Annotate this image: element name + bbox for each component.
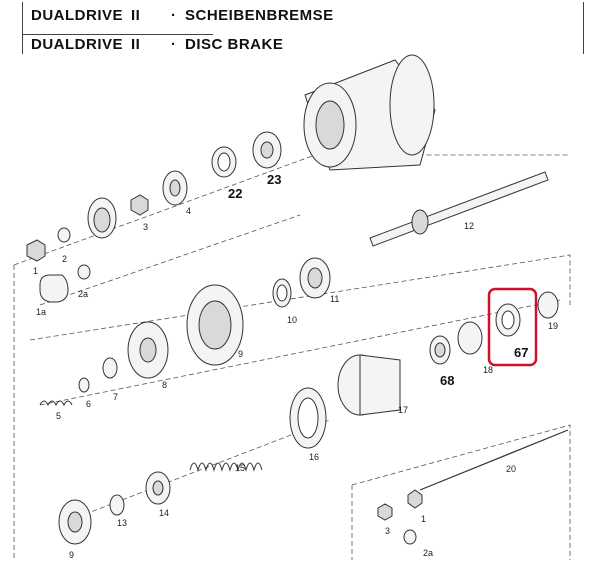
title-line-german: DUALDRIVE II · SCHEIBENBREMSE [31, 7, 334, 24]
part-label: 8 [162, 380, 167, 390]
part-label: 1 [421, 514, 426, 524]
part-16-ring-gear [289, 387, 327, 449]
part-2a-washer [77, 264, 91, 280]
model-version: II [131, 36, 141, 53]
part-label: 17 [398, 405, 408, 415]
part-label: 2a [423, 548, 433, 558]
part-label: 1 [33, 266, 38, 276]
part-2-washer [57, 227, 71, 243]
part-label: 3 [385, 526, 390, 536]
part-label: 13 [117, 518, 127, 528]
part-label: 5 [56, 411, 61, 421]
part-3-locknut [130, 194, 149, 216]
part-label: 12 [464, 221, 474, 231]
part-11-sprocket [299, 257, 331, 299]
title-line-english: DUALDRIVE II · DISC BRAKE [31, 36, 283, 53]
part-4-bearing [162, 170, 188, 206]
axis-frame-mid [29, 254, 571, 341]
part-12-axle [369, 171, 549, 247]
part-label: 6 [86, 399, 91, 409]
part-68-bearing [429, 335, 451, 365]
highlight-box-part-67 [487, 287, 538, 367]
part-label: 3 [143, 222, 148, 232]
part-2a-washer-lower [403, 529, 417, 545]
axis-line-bottom [69, 419, 331, 521]
part-1a-cap [39, 274, 69, 303]
part-label: 1a [36, 307, 46, 317]
part-label-bold: 23 [267, 172, 281, 187]
part-label: 14 [159, 508, 169, 518]
axis-frame-axle [351, 424, 571, 560]
part-label: 19 [548, 321, 558, 331]
part-22-ring [211, 146, 237, 178]
part-3-nut-lower [377, 503, 393, 521]
part-label: 16 [309, 452, 319, 462]
hub-shell [303, 54, 436, 171]
part-17-freehub-body [337, 354, 401, 416]
part-67-seal [495, 303, 521, 337]
axis-line-top [39, 214, 301, 306]
part-10-ring [272, 278, 292, 308]
title-separator: · [171, 36, 177, 53]
part-label: 11 [330, 294, 339, 304]
part-1-nut [26, 239, 46, 262]
part-label-bold: 22 [228, 186, 242, 201]
model-name: DUALDRIVE [31, 36, 124, 53]
model-version: II [131, 7, 141, 24]
part-label: 20 [506, 464, 516, 474]
part-label: 15 [235, 463, 245, 473]
part-19-dust-cap [537, 291, 559, 319]
part-label: 10 [287, 315, 297, 325]
part-1-nut-lower [407, 489, 423, 509]
part-20-skewer [419, 429, 569, 491]
part-label: 4 [186, 206, 191, 216]
part-label: 9 [238, 349, 243, 359]
product-name-english: DISC BRAKE [185, 36, 284, 53]
part-8-planet-carrier [127, 321, 169, 379]
part-23-rotor [252, 131, 282, 169]
part-18-cone [457, 321, 483, 355]
part-13-ring [109, 494, 125, 516]
part-label-bold: 68 [440, 373, 454, 388]
part-label: 18 [483, 365, 493, 375]
product-name-german: SCHEIBENBREMSE [185, 7, 334, 24]
axis-line-middle [39, 299, 561, 406]
part-9-lower-housing [58, 499, 92, 545]
part-label: 9 [69, 550, 74, 560]
part-7-washer [102, 357, 118, 379]
part-label: 2 [62, 254, 67, 264]
title-divider [23, 34, 213, 35]
part-15-spring [189, 462, 263, 472]
part-label: 7 [113, 392, 118, 402]
part-label: 2a [78, 289, 88, 299]
part-label-bold: 67 [514, 345, 528, 360]
part-5-spring [39, 400, 73, 407]
part-seal-cap [87, 197, 117, 239]
title-separator: · [171, 7, 177, 24]
part-6-ring [78, 377, 90, 393]
part-9-gear-housing [186, 284, 244, 366]
part-14-clutch [145, 471, 171, 505]
model-name: DUALDRIVE [31, 7, 124, 24]
